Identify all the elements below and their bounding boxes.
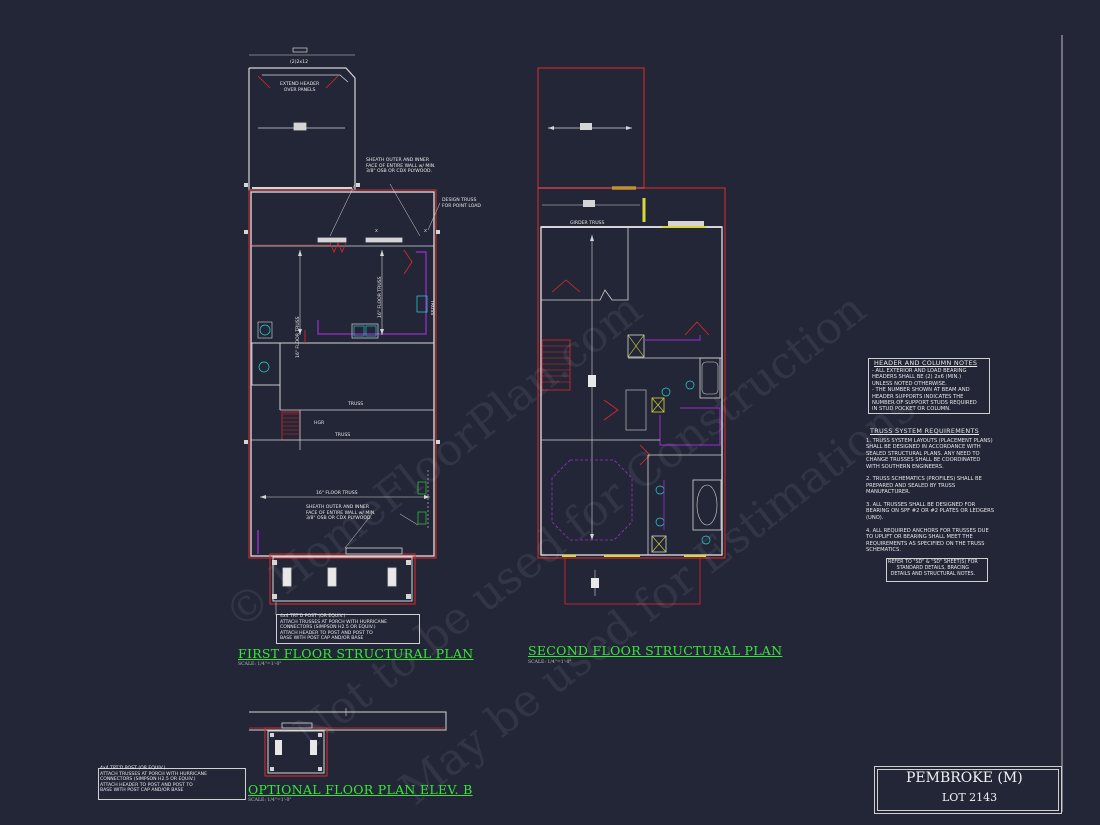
truss-label-2: TRUSS	[335, 433, 351, 438]
first-floor-main-outline	[248, 189, 437, 559]
top-header-size-label: (2)2x12	[290, 60, 308, 65]
optional-plan-scale: SCALE: 1/4"=1'-0"	[248, 798, 292, 803]
title-block-inner	[877, 769, 1059, 811]
refer-note-box	[886, 558, 988, 582]
truss-system-body: 1. TRUSS SYSTEM LAYOUTS (PLACEMENT PLANS…	[866, 438, 995, 553]
sheath-note-lower: SHEATH OUTER AND INNER FACE OF ENTIRE WA…	[306, 505, 376, 522]
second-floor-porch-roof	[564, 557, 701, 605]
porch-callout-text: 4x4 TRT'D POST (OR EQUIV.) ATTACH TRUSSE…	[280, 614, 387, 642]
first-floor-porch	[269, 553, 416, 605]
truss-system-heading: TRUSS SYSTEM REQUIREMENTS	[870, 427, 980, 435]
optional-callout-box	[98, 768, 246, 800]
header-column-notes-heading: HEADER AND COLUMN NOTES	[874, 359, 978, 367]
extend-header-label: EXTEND HEADER OVER PANELS	[280, 82, 320, 93]
floor-truss-label-1: 16" FLOOR TRUSS	[296, 316, 301, 358]
optional-plan-outline	[249, 711, 447, 731]
bedroom-octagon	[551, 459, 633, 541]
girder-truss-label: GIRDER TRUSS	[570, 221, 605, 226]
first-floor-plan: x x	[244, 47, 441, 615]
truss-label-1: TRUSS	[348, 402, 364, 407]
lot-number: LOT 2143	[942, 791, 998, 804]
second-floor-plan-title: SECOND FLOOR STRUCTURAL PLAN	[528, 643, 783, 658]
project-name: PEMBROKE (M)	[906, 770, 1023, 786]
design-truss-label: DESIGN TRUSS FOR POINT LOAD	[442, 198, 481, 209]
optional-plan-title: OPTIONAL FLOOR PLAN ELEV. B	[248, 782, 473, 797]
header-column-notes-body: - ALL EXTERIOR AND LOAD BEARING HEADERS …	[872, 368, 977, 413]
header-column-notes-box	[868, 358, 990, 414]
top-bay-inner	[262, 74, 349, 83]
hgr-label: HGR	[314, 421, 325, 426]
first-floor-wall-outline	[250, 191, 435, 557]
first-floor-top-bay	[248, 67, 356, 191]
sheath-note-upper: SHEATH OUTER AND INNER FACE OF ENTIRE WA…	[366, 158, 436, 175]
optional-callout-text: 4x4 TRT'D POST (OR EQUIV.) ATTACH TRUSSE…	[100, 766, 207, 794]
refer-note: REFER TO "SD" & "SD" SHEET(S) FOR STANDA…	[888, 560, 978, 577]
optional-floor-plan	[249, 708, 447, 777]
second-floor-scale: SCALE: 1/4"=1'-0"	[528, 660, 572, 665]
title-block	[874, 766, 1062, 814]
first-floor-scale: SCALE: 1/4"=1'-0"	[238, 662, 282, 667]
porch-callout-box	[276, 614, 420, 644]
floor-truss-label-3: 16" FLOOR TRUSS	[316, 491, 358, 496]
floor-truss-label-2: 16" FLOOR TRUSS	[378, 276, 383, 318]
svg-text:x: x	[375, 228, 378, 234]
first-floor-plan-title: FIRST FLOOR STRUCTURAL PLAN	[238, 646, 474, 661]
second-floor-plan	[537, 67, 726, 605]
truss-vertical-label: TRUSS	[429, 300, 434, 316]
svg-text:x: x	[424, 228, 427, 234]
